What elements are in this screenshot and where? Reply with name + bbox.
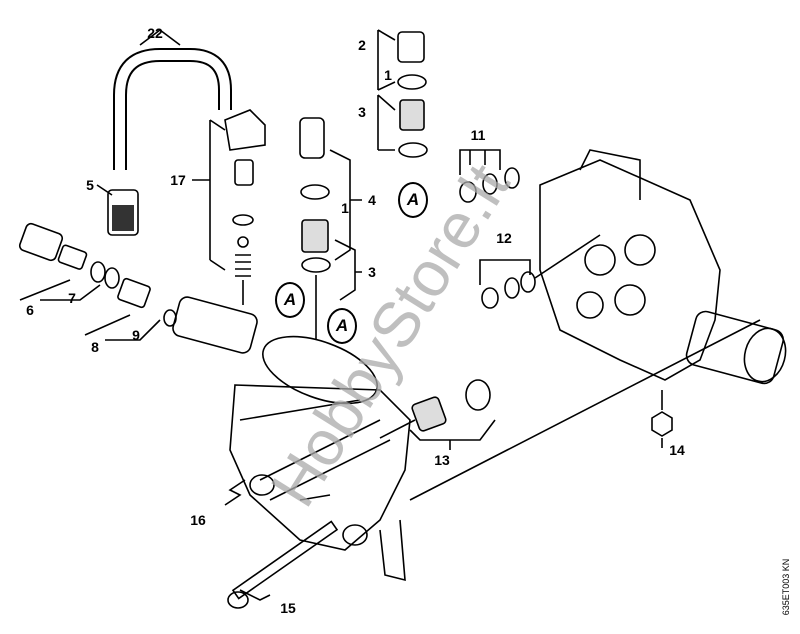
- part-label-13: 13: [434, 452, 450, 468]
- part-label-17: 17: [170, 172, 186, 188]
- part-label-9: 9: [132, 327, 140, 343]
- part-label-3-upper: 3: [358, 104, 366, 120]
- callout-a-upper: A: [398, 182, 428, 218]
- bolt-part: [231, 520, 339, 600]
- pump-head-part: [229, 384, 411, 551]
- part-label-14: 14: [669, 442, 685, 458]
- inlet-part: [172, 296, 258, 354]
- filter-part: [107, 189, 139, 236]
- part-label-16: 16: [190, 512, 206, 528]
- part-label-11: 11: [470, 127, 486, 143]
- part-label-1-upper: 1: [384, 67, 392, 83]
- callout-a-left: A: [275, 282, 305, 318]
- crankcase-part: [539, 159, 721, 381]
- part-label-1-middle: 1: [341, 200, 349, 216]
- drawing-code: 635ET003 KN: [781, 558, 791, 616]
- part-label-6: 6: [26, 302, 34, 318]
- part-label-4: 4: [368, 192, 376, 208]
- part-label-15: 15: [280, 600, 296, 616]
- bracket-part: [224, 109, 266, 151]
- part-label-5: 5: [86, 177, 94, 193]
- part-label-3-middle: 3: [368, 264, 376, 280]
- part-label-2: 2: [358, 37, 366, 53]
- part-label-12: 12: [496, 230, 512, 246]
- plug-part: [299, 117, 325, 159]
- callout-a-right: A: [327, 308, 357, 344]
- part-label-7: 7: [68, 290, 76, 306]
- part-label-8: 8: [91, 339, 99, 355]
- part-label-22: 22: [147, 25, 163, 41]
